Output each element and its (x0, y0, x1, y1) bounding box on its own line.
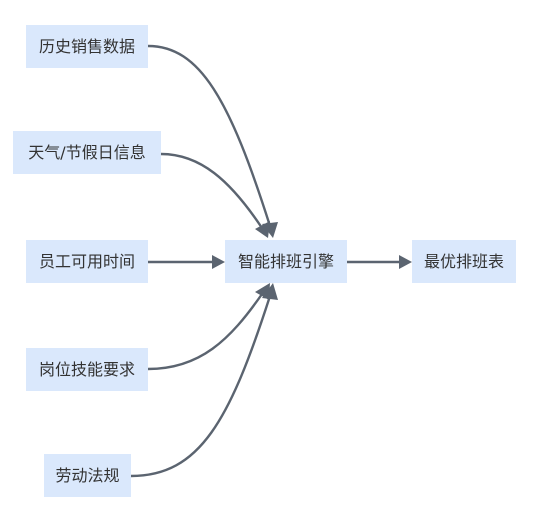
node-labor-regulations: 劳动法规 (44, 454, 131, 497)
node-optimal-schedule: 最优排班表 (412, 240, 516, 283)
node-label: 历史销售数据 (38, 36, 135, 56)
node-historical-sales-data: 历史销售数据 (26, 25, 148, 68)
arrowhead-weather (255, 221, 270, 238)
node-employee-availability: 员工可用时间 (26, 240, 148, 283)
edge-skills-to-engine (147, 293, 263, 371)
arrowhead-availability (212, 255, 225, 269)
node-label: 岗位技能要求 (38, 359, 135, 379)
edge-labor-to-engine (130, 295, 272, 478)
node-label: 最优排班表 (423, 251, 504, 271)
node-label: 天气/节假日信息 (28, 142, 146, 162)
arrowhead-output (399, 255, 412, 269)
node-weather-holiday-info: 天气/节假日信息 (13, 131, 161, 174)
node-label: 劳动法规 (55, 465, 120, 485)
node-scheduling-engine: 智能排班引擎 (225, 240, 347, 283)
edge-weather-to-engine (160, 152, 263, 229)
arrowhead-labor (262, 283, 278, 300)
node-position-skill-requirements: 岗位技能要求 (26, 348, 148, 391)
node-label: 员工可用时间 (38, 251, 135, 271)
edge-sales-to-engine (147, 44, 272, 227)
node-label: 智能排班引擎 (237, 251, 334, 271)
